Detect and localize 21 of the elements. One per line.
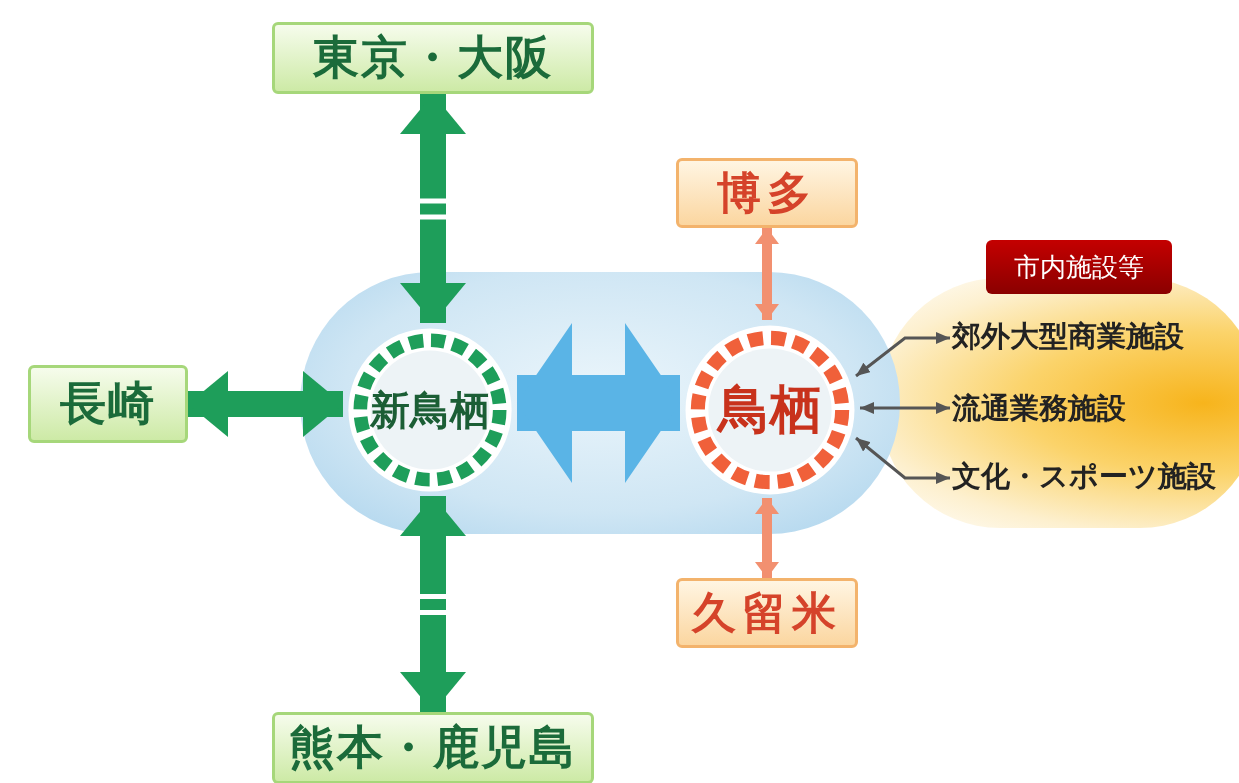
destination-box: 久留米: [676, 578, 858, 648]
destination-box: 東京・大阪: [272, 22, 594, 94]
category-badge: 市内施設等: [986, 240, 1172, 294]
arrow: [855, 436, 950, 484]
facility-label: 郊外大型商業施設: [952, 316, 1202, 358]
arrow: [855, 332, 950, 378]
arrow: [400, 496, 466, 712]
arrow: [755, 498, 779, 578]
station-name: 新鳥栖: [369, 385, 491, 435]
arrow: [400, 94, 466, 323]
destination-box: 長崎: [28, 365, 188, 443]
facility-label: 文化・スポーツ施設: [952, 456, 1239, 498]
facility-label: 流通業務施設: [952, 388, 1172, 430]
destination-box: 熊本・鹿児島: [272, 712, 594, 783]
arrow: [188, 371, 343, 437]
station-name: 鳥栖: [715, 378, 823, 441]
arrow: [755, 228, 779, 320]
destination-box: 博多: [676, 158, 858, 228]
arrow: [860, 402, 950, 414]
station-circle: [345, 325, 515, 495]
arrow: [517, 323, 680, 483]
